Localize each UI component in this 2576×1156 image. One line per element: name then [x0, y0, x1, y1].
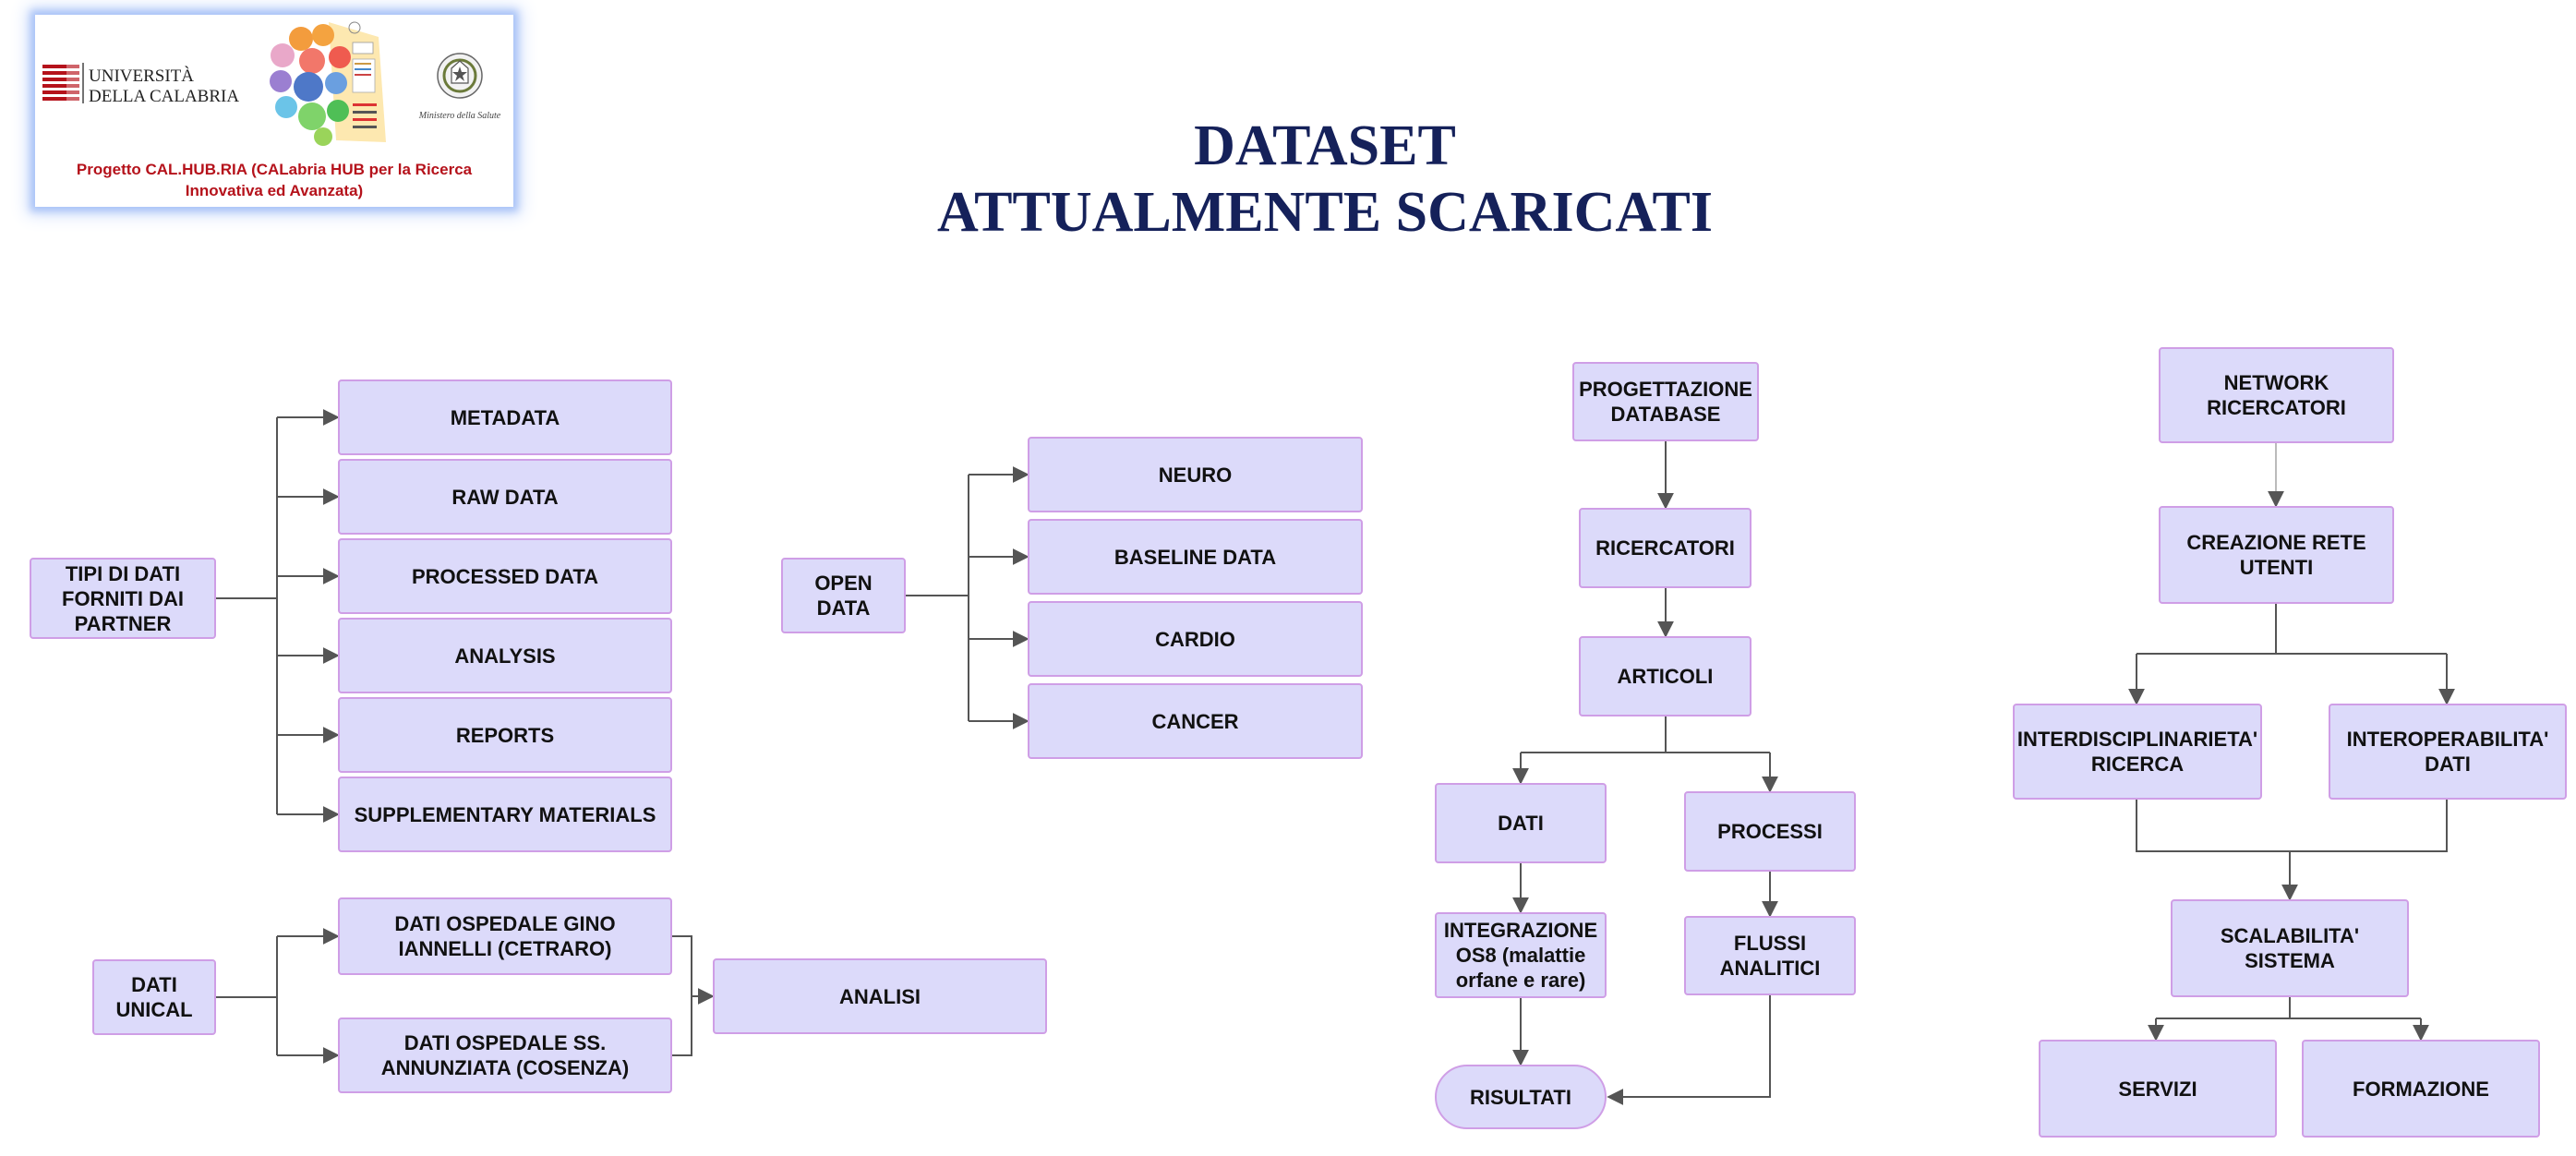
edge-scalabilita-split — [2156, 997, 2421, 1019]
university-name-line2: DELLA CALABRIA — [89, 87, 239, 106]
calhubria-logo-card: UNIVERSITÀ DELLA CALABRIA — [35, 15, 513, 207]
ministry-emblem-icon — [437, 53, 483, 99]
node-progettazione-database: PROGETTAZIONE DATABASE — [1572, 362, 1759, 441]
node-creazione-rete-utenti: CREAZIONE RETE UTENTI — [2159, 506, 2394, 604]
node-cardio: CARDIO — [1028, 601, 1363, 677]
node-processed-data: PROCESSED DATA — [338, 538, 672, 614]
node-reports: REPORTS — [338, 697, 672, 773]
node-ricercatori: RICERCATORI — [1579, 508, 1751, 588]
edge-opendata-trunk — [906, 475, 969, 721]
node-baseline-data: BASELINE DATA — [1028, 519, 1363, 595]
project-emblem-icon — [270, 21, 386, 146]
node-raw-data: RAW DATA — [338, 459, 672, 535]
node-flussi-analitici: FLUSSI ANALITICI — [1684, 916, 1856, 995]
node-dati: DATI — [1435, 783, 1607, 863]
page-title: DATASET ATTUALMENTE SCARICATI — [813, 113, 1837, 246]
university-name-line1: UNIVERSITÀ — [89, 66, 194, 86]
edge-tipi-trunk — [216, 417, 278, 814]
node-interoperabilita-dati: INTEROPERABILITA' DATI — [2329, 704, 2567, 800]
edge-hospitals-analisi — [672, 935, 692, 1056]
node-scalabilita-sistema: SCALABILITA' SISTEMA — [2171, 899, 2409, 997]
unical-logo-icon — [42, 63, 84, 103]
edge-articoli-split — [1521, 716, 1770, 753]
node-servizi: SERVIZI — [2039, 1040, 2277, 1138]
edge-creazione-split — [2137, 604, 2447, 655]
node-metadata: METADATA — [338, 379, 672, 455]
project-caption: Progetto CAL.HUB.RIA (CALabria HUB per l… — [76, 161, 473, 199]
node-analysis: ANALYSIS — [338, 618, 672, 693]
ministry-caption: Ministero della Salute — [418, 111, 501, 121]
node-ospedale-annunziata: DATI OSPEDALE SS. ANNUNZIATA (COSENZA) — [338, 1018, 672, 1093]
node-integrazione-os8: INTEGRAZIONE OS8 (malattie orfane e rare… — [1435, 912, 1607, 998]
logo-artwork: UNIVERSITÀ DELLA CALABRIA — [42, 21, 501, 146]
node-open-data: OPEN DATA — [781, 558, 906, 633]
node-cancer: CANCER — [1028, 683, 1363, 759]
node-ospedale-iannelli: DATI OSPEDALE GINO IANNELLI (CETRARO) — [338, 897, 672, 975]
node-network-ricercatori: NETWORK RICERCATORI — [2159, 347, 2394, 443]
node-dati-unical: DATI UNICAL — [92, 959, 216, 1035]
node-processi: PROCESSI — [1684, 791, 1856, 872]
title-line-1: DATASET — [1194, 114, 1456, 177]
node-tipi-di-dati: TIPI DI DATI FORNITI DAI PARTNER — [30, 558, 216, 639]
node-analisi: ANALISI — [713, 958, 1047, 1034]
node-supplementary-materials: SUPPLEMENTARY MATERIALS — [338, 777, 672, 852]
edge-flussi-risultati — [1607, 995, 1771, 1105]
node-formazione: FORMAZIONE — [2302, 1040, 2540, 1138]
node-neuro: NEURO — [1028, 437, 1363, 512]
title-line-2: ATTUALMENTE SCARICATI — [937, 181, 1713, 244]
node-interdisciplinarieta-ricerca: INTERDISCIPLINARIETA' RICERCA — [2013, 704, 2262, 800]
node-articoli: ARTICOLI — [1579, 636, 1751, 716]
edge-unical-trunk — [216, 936, 278, 1055]
node-risultati: RISULTATI — [1435, 1065, 1607, 1129]
edge-branches-merge — [2136, 800, 2448, 852]
